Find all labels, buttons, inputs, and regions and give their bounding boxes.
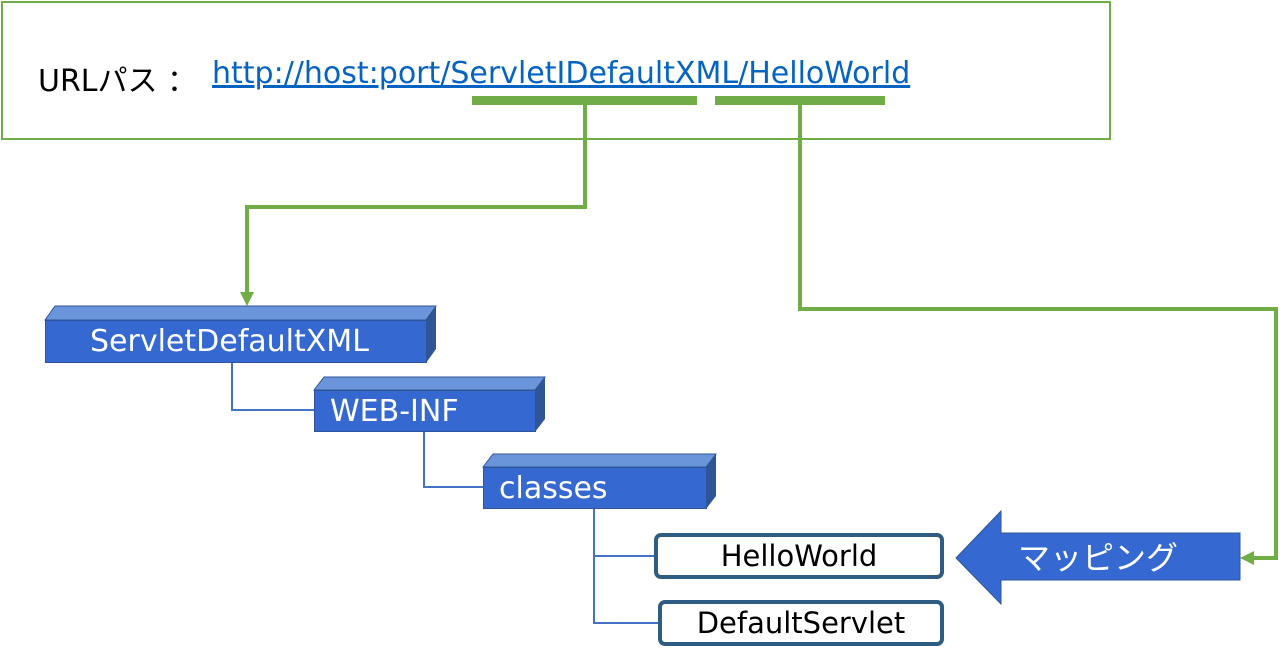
mapping-label: マッピング <box>1018 539 1179 577</box>
folder-label: classes <box>483 467 707 509</box>
folder-classes: classes <box>483 467 707 509</box>
folder-label: WEB-INF <box>314 390 536 432</box>
url-link[interactable]: http://host:port/ServletIDefaultXML/Hell… <box>212 56 911 91</box>
servlet-default-servlet: DefaultServlet <box>658 600 944 646</box>
tree-lines <box>231 363 658 624</box>
context-path-connector <box>245 105 587 296</box>
servlet-path-arrowhead <box>1240 551 1254 565</box>
folder-label: ServletDefaultXML <box>45 320 427 363</box>
servlet-hello-world: HelloWorld <box>654 533 944 579</box>
servlet-path-highlight <box>715 96 885 105</box>
context-path-highlight <box>472 96 697 105</box>
url-panel <box>1 1 1111 140</box>
folder-web-inf: WEB-INF <box>314 390 536 432</box>
url-path-label: URLパス ： <box>38 64 198 99</box>
mapping-arrow <box>955 509 1241 606</box>
context-path-arrowhead <box>240 292 254 306</box>
folder-servlet-default-xml: ServletDefaultXML <box>45 320 427 363</box>
servlet-path-connector <box>798 105 1278 560</box>
